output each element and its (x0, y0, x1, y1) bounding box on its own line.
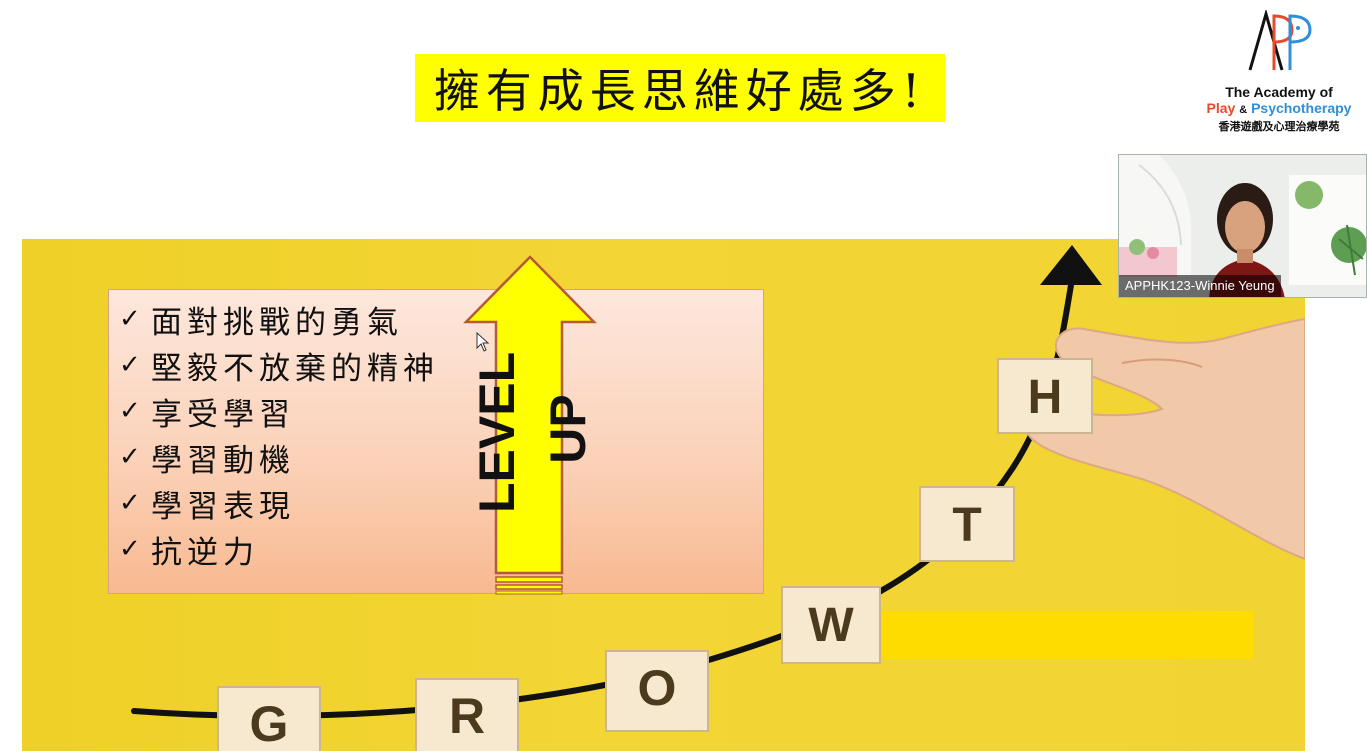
list-item: ✓ 堅毅不放棄的精神 (119, 342, 439, 388)
highlight-bar (880, 611, 1253, 659)
academy-logo: The Academy of Play & Psychotherapy 香港遊戲… (1198, 10, 1360, 133)
block-r: R (415, 678, 519, 751)
block-letter-o: O (638, 660, 677, 716)
list-item: ✓ 學習動機 (119, 434, 439, 480)
list-item-text: 學習表現 (151, 488, 295, 525)
list-item-text: 學習動機 (151, 442, 295, 479)
logo-amp: & (1239, 104, 1248, 116)
slide-title: 擁有成長思維好處多! (415, 54, 945, 122)
block-t: T (919, 486, 1015, 562)
growth-curve-arrow-icon (1040, 245, 1102, 285)
level-up-arrow: LEVEL UP (462, 255, 598, 595)
list-item: ✓ 抗逆力 (119, 526, 439, 572)
check-icon: ✓ (119, 534, 141, 564)
block-w: W (781, 586, 881, 664)
list-item-text: 面對挑戰的勇氣 (151, 304, 403, 341)
check-icon: ✓ (119, 442, 141, 472)
list-item-text: 抗逆力 (151, 534, 259, 571)
block-letter-h: H (1028, 371, 1063, 424)
check-icon: ✓ (119, 396, 141, 426)
list-item-text: 堅毅不放棄的精神 (151, 350, 439, 387)
logo-chinese-name: 香港遊戲及心理治療學苑 (1218, 120, 1340, 133)
letter-blocks: G R O W T H (217, 358, 1093, 751)
list-item: ✓ 面對挑戰的勇氣 (119, 296, 439, 342)
logo-play: Play (1206, 100, 1236, 116)
logo-psychotherapy: Psychotherapy (1251, 100, 1352, 116)
cursor-icon (476, 332, 490, 352)
check-icon: ✓ (119, 304, 141, 334)
block-o: O (605, 650, 709, 732)
level-up-arrow-icon (463, 255, 597, 595)
check-icon: ✓ (119, 488, 141, 518)
participant-video-tile[interactable]: APPHK123-Winnie Yeung (1118, 154, 1367, 298)
list-item: ✓ 學習表現 (119, 480, 439, 526)
growth-illustration: G R O W T H (131, 245, 1305, 751)
check-icon: ✓ (119, 350, 141, 380)
logo-line-1: The Academy of (1225, 84, 1333, 100)
level-word: LEVEL (469, 351, 525, 513)
up-word: UP (540, 394, 596, 464)
block-h: H (997, 358, 1093, 434)
block-letter-r: R (449, 688, 485, 744)
block-letter-w: W (808, 599, 854, 652)
hand (1025, 317, 1305, 561)
academy-logo-icon (1248, 10, 1312, 71)
block-g: G (217, 686, 321, 751)
benefits-list: ✓ 面對挑戰的勇氣 ✓ 堅毅不放棄的精神 ✓ 享受學習 ✓ 學習動機 ✓ 學習表… (119, 296, 439, 572)
logo-line-2: Play & Psychotherapy (1198, 100, 1360, 116)
block-letter-t: T (952, 499, 981, 552)
list-item-text: 享受學習 (151, 396, 295, 433)
benefits-panel: ✓ 面對挑戰的勇氣 ✓ 堅毅不放棄的精神 ✓ 享受學習 ✓ 學習動機 ✓ 學習表… (108, 289, 764, 594)
list-item: ✓ 享受學習 (119, 388, 439, 434)
block-letter-g: G (250, 696, 289, 751)
participant-name-label: APPHK123-Winnie Yeung (1119, 275, 1281, 297)
